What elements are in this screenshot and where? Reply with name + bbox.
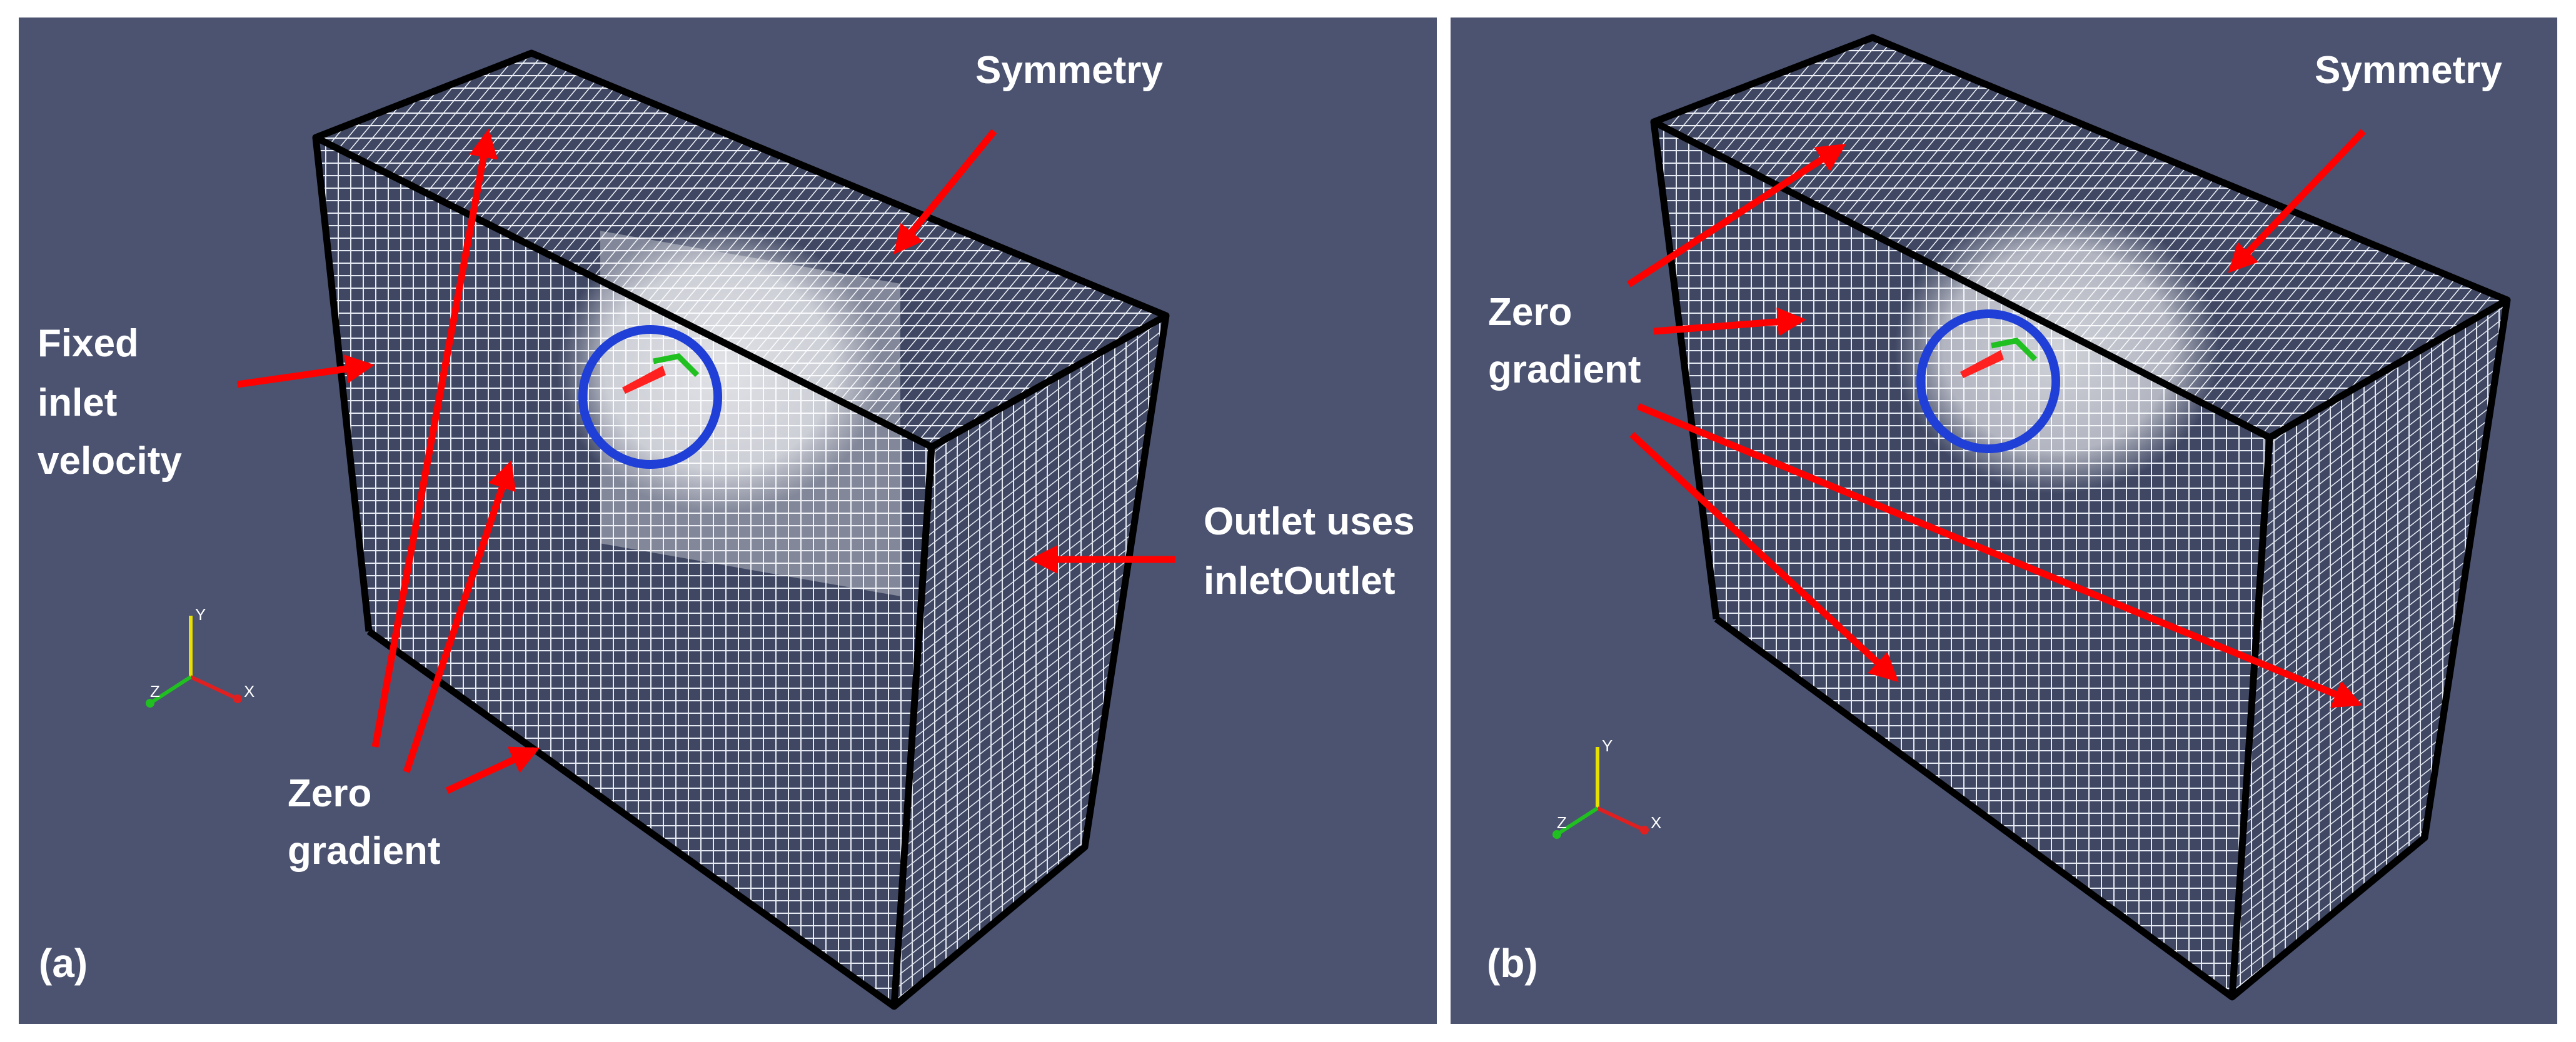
arrow-zero-gradient-front — [403, 460, 516, 773]
label-zero-gradient-a-line2: gradient — [288, 829, 441, 873]
arrow-symmetry-b — [2228, 129, 2366, 273]
axis-label-y: Y — [195, 605, 206, 624]
label-zero-gradient-b-line2: gradient — [1488, 348, 1641, 391]
mesh-side-face — [894, 316, 1166, 1006]
object-marker-b — [1960, 338, 2038, 378]
label-outlet-line1: Outlet uses — [1204, 500, 1415, 543]
axis-label-x-b: X — [1651, 813, 1661, 832]
panel-tag-a: (a) — [39, 941, 88, 986]
label-outlet-line2: inletOutlet — [1204, 559, 1396, 603]
object-marker — [622, 353, 700, 394]
arrow-zero-gradient-bottom — [445, 746, 540, 794]
orientation-axes-a: Y Z X — [146, 605, 254, 708]
panel-b: Symmetry Zero gradient (b) Y Z X — [1451, 18, 2557, 1024]
arrow-zero-gradient-top — [371, 128, 498, 748]
label-symmetry-b: Symmetry — [2315, 49, 2502, 92]
axis-label-y-b: Y — [1602, 736, 1613, 755]
refinement-region-b — [1894, 206, 2220, 494]
label-fixed-inlet-line1: Fixed — [38, 322, 139, 365]
label-fixed-inlet-line2: inlet — [38, 381, 117, 424]
arrow-zero-gradient-top-b — [1627, 143, 1846, 288]
axis-label-z: Z — [150, 682, 160, 701]
refinement-band — [600, 231, 900, 596]
mesh-front-face — [316, 138, 932, 1006]
annotation-arrows-a — [237, 128, 1175, 794]
arrow-zero-gradient-front-b — [1653, 307, 1807, 336]
box-edges-b — [1650, 34, 2511, 1001]
mesh-side-face-b — [2232, 300, 2507, 997]
arrow-fixed-inlet — [237, 354, 375, 388]
arrow-zero-gradient-bottom-b — [1629, 431, 1899, 683]
arrow-symmetry — [893, 129, 997, 255]
panel-tag-b: (b) — [1487, 941, 1538, 986]
mesh-front-face-b — [1654, 122, 2270, 997]
orientation-axes-b: Y Z X — [1552, 736, 1661, 839]
object-highlight-circle-b — [1916, 309, 2060, 453]
box-edges — [312, 49, 1170, 1010]
label-zero-gradient-a-line1: Zero — [288, 772, 371, 815]
panel-a: Symmetry Fixed inlet velocity Outlet use… — [19, 18, 1437, 1024]
label-zero-gradient-b-line1: Zero — [1488, 291, 1572, 334]
object-highlight-circle — [578, 325, 722, 469]
panel-divider — [1437, 0, 1451, 1042]
mesh-box-a — [312, 49, 1170, 1010]
label-fixed-inlet-line3: velocity — [38, 439, 182, 483]
mesh-box-b — [1650, 34, 2511, 1001]
annotation-arrows-b — [1627, 129, 2366, 708]
axis-label-z-b: Z — [1557, 813, 1567, 832]
axis-label-x: X — [244, 682, 254, 701]
arrow-zero-gradient-side-b — [1636, 403, 2363, 708]
label-symmetry-a: Symmetry — [975, 49, 1163, 92]
